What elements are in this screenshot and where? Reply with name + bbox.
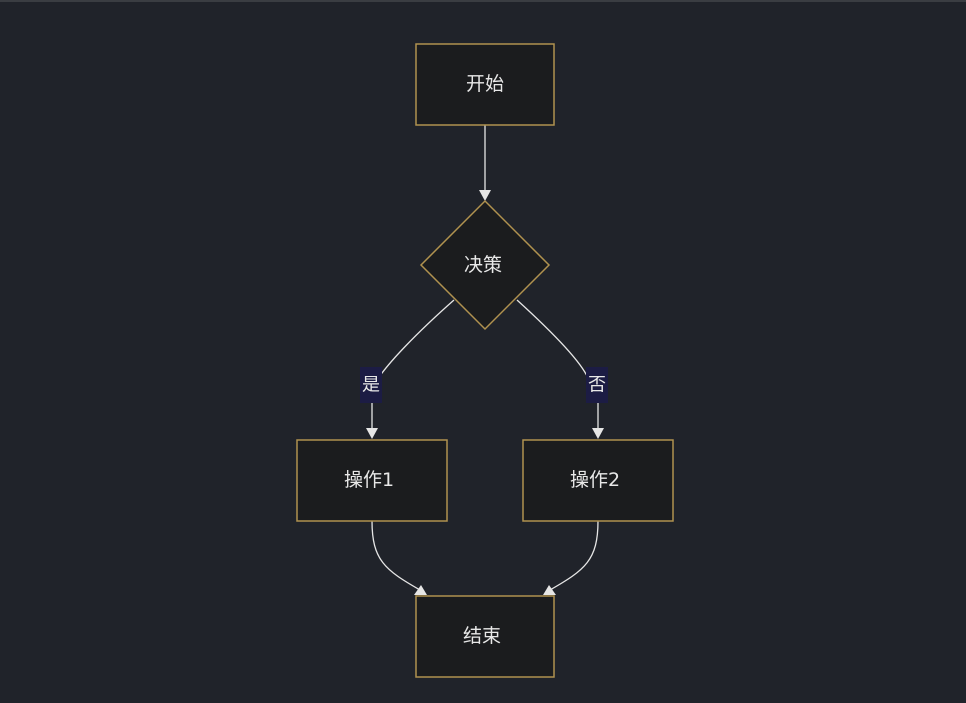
node-op1[interactable]: 操作1 [296, 439, 448, 522]
node-op2[interactable]: 操作2 [522, 439, 674, 522]
edge-label-yes-text: 是 [362, 375, 380, 396]
arrowhead-icon [479, 190, 491, 201]
node-decision-label: 决策 [464, 254, 502, 276]
edge-line [373, 299, 455, 386]
edge-label-yes: 是 [360, 367, 382, 403]
node-end-label: 结束 [463, 625, 501, 647]
node-start[interactable]: 开始 [415, 43, 555, 126]
edge-line [371, 520, 421, 591]
edge-label-no: 否 [586, 367, 608, 403]
arrowhead-icon [543, 585, 556, 595]
edge-line [516, 299, 589, 379]
arrowhead-icon [414, 585, 427, 595]
edge-label-no-text: 否 [588, 375, 606, 396]
node-start-label: 开始 [466, 73, 504, 95]
arrowhead-icon [592, 428, 604, 439]
node-op2-label: 操作2 [570, 469, 620, 491]
edge-decision-op2 [516, 299, 604, 439]
arrowhead-icon [366, 428, 378, 439]
edge-start-decision [479, 125, 491, 201]
edge-line [549, 520, 599, 591]
node-end[interactable]: 结束 [415, 595, 555, 678]
edge-op1-end [371, 520, 427, 595]
window-top-border [0, 0, 966, 2]
node-op1-label: 操作1 [344, 469, 394, 491]
node-decision[interactable]: 决策 [419, 199, 551, 331]
edge-op2-end [543, 520, 599, 595]
